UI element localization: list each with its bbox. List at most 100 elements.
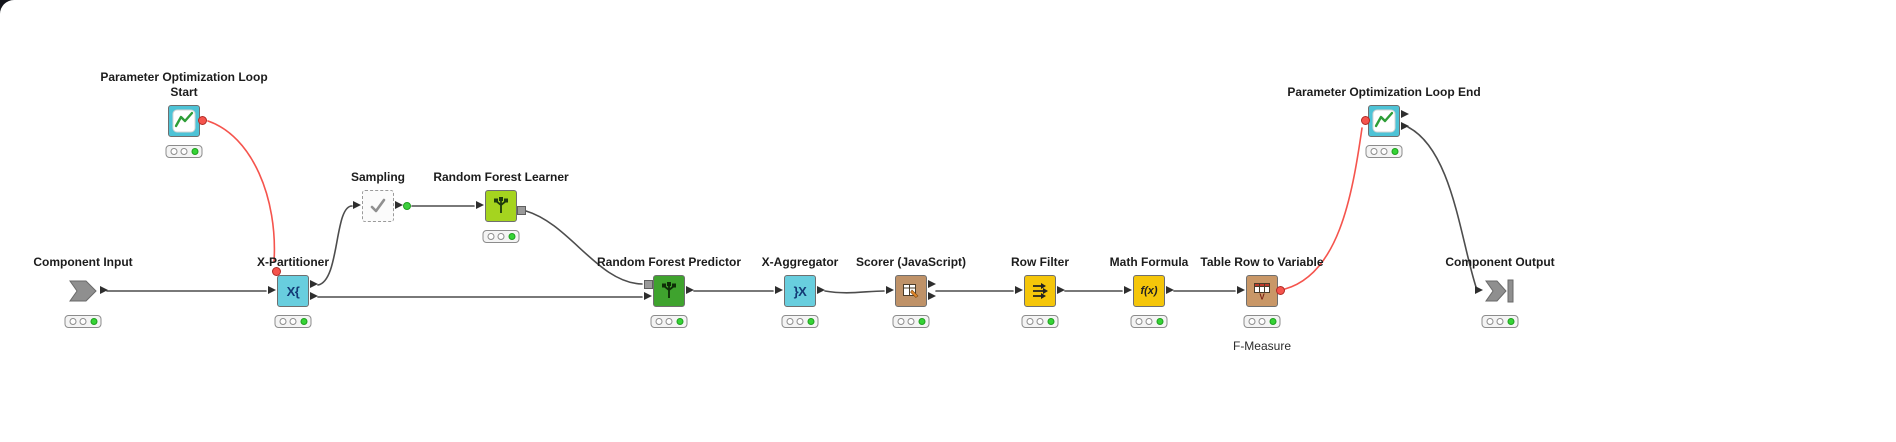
traffic-light-red — [1026, 318, 1033, 325]
node-body — [168, 105, 200, 137]
traffic-light-yellow — [79, 318, 87, 325]
node-row-filter[interactable]: Row Filter — [1011, 255, 1069, 328]
output-port[interactable] — [817, 286, 825, 294]
traffic-light — [274, 315, 312, 328]
traffic-light-green — [918, 318, 925, 325]
svg-text:V: V — [1259, 293, 1265, 302]
node-parameter-optimization-loop-start[interactable]: Parameter Optimization Loop Start — [100, 70, 268, 158]
traffic-light-yellow — [1496, 318, 1504, 325]
output-status-dot — [403, 202, 411, 210]
node-body — [67, 275, 99, 307]
node-component-input[interactable]: Component Input — [33, 255, 133, 328]
output-port[interactable] — [1166, 286, 1174, 294]
node-body: X{ — [277, 275, 309, 307]
output-port[interactable] — [395, 201, 403, 209]
traffic-light — [482, 230, 520, 243]
traffic-light-red — [69, 318, 76, 325]
fx-glyph: f(x) — [1140, 285, 1158, 297]
traffic-light — [1481, 315, 1519, 328]
traffic-light — [892, 315, 930, 328]
node-body — [1368, 105, 1400, 137]
node-x-partitioner[interactable]: X-Partitioner X{ — [257, 255, 329, 328]
traffic-light-green — [1156, 318, 1163, 325]
data-input-port[interactable] — [644, 292, 652, 300]
input-port[interactable] — [353, 201, 361, 209]
model-input-port[interactable] — [644, 280, 653, 289]
checkmark-icon — [370, 198, 386, 213]
output-port[interactable] — [100, 286, 108, 294]
connection-loop-end-to-component-output[interactable] — [1407, 126, 1477, 288]
traffic-light-green — [300, 318, 307, 325]
output-port-test[interactable] — [310, 292, 318, 300]
node-body: }X — [784, 275, 816, 307]
node-math-formula[interactable]: Math Formula f(x) — [1110, 255, 1188, 328]
connection-x-partitioner-to-sampling[interactable] — [317, 205, 353, 286]
output-port-best-parameters[interactable] — [1401, 110, 1409, 118]
output-port-train[interactable] — [310, 280, 318, 288]
node-scorer-javascript[interactable]: Scorer (JavaScript) — [856, 255, 966, 328]
node-table-row-to-variable[interactable]: Table Row to Variable V F-Measure — [1200, 255, 1323, 353]
input-port[interactable] — [1475, 286, 1483, 294]
node-annotation: F-Measure — [1232, 339, 1291, 353]
input-port[interactable] — [1015, 286, 1023, 294]
input-port[interactable] — [1237, 286, 1245, 294]
node-body — [653, 275, 685, 307]
traffic-light — [1243, 315, 1281, 328]
traffic-light — [1130, 315, 1168, 328]
output-port[interactable] — [686, 286, 694, 294]
node-parameter-optimization-loop-end[interactable]: Parameter Optimization Loop End — [1287, 85, 1481, 158]
x-partitioner-glyph: X{ — [286, 283, 300, 299]
traffic-light-yellow — [497, 233, 505, 240]
traffic-light-red — [1248, 318, 1255, 325]
connection-table-row-to-variable-to-loop-end[interactable] — [1284, 127, 1363, 290]
node-component-output[interactable]: Component Output — [1445, 255, 1555, 328]
traffic-light-red — [170, 148, 177, 155]
tree-icon — [662, 282, 676, 298]
connection-x-aggregator-to-scorer[interactable] — [824, 290, 885, 294]
output-port-all-parameters[interactable] — [1401, 122, 1409, 130]
score-table-icon — [903, 284, 919, 298]
flow-variable-input-port[interactable] — [1361, 116, 1370, 125]
input-port[interactable] — [268, 286, 276, 294]
node-x-aggregator[interactable]: X-Aggregator }X — [762, 255, 838, 328]
node-sampling[interactable]: Sampling — [351, 170, 411, 222]
table-to-variable-icon: V — [1254, 283, 1270, 302]
traffic-light-red — [655, 318, 662, 325]
input-port[interactable] — [775, 286, 783, 294]
node-body — [362, 190, 394, 222]
output-port-scores[interactable] — [928, 280, 936, 288]
node-body — [1024, 275, 1056, 307]
traffic-light-red — [487, 233, 494, 240]
node-random-forest-learner[interactable]: Random Forest Learner — [433, 170, 569, 243]
connection-loop-start-to-x-partitioner[interactable] — [207, 120, 276, 263]
input-port[interactable] — [886, 286, 894, 294]
node-body — [1484, 275, 1516, 307]
model-output-port[interactable] — [517, 206, 526, 215]
traffic-light-green — [1507, 318, 1514, 325]
output-port-stats[interactable] — [928, 292, 936, 300]
flow-variable-output-port[interactable] — [1276, 286, 1285, 295]
traffic-light-green — [508, 233, 515, 240]
flow-variable-input-port[interactable] — [272, 267, 281, 276]
node-random-forest-predictor[interactable]: Random Forest Predictor — [597, 255, 741, 328]
traffic-light-yellow — [1145, 318, 1153, 325]
output-port[interactable] — [1057, 286, 1065, 294]
traffic-light-yellow — [796, 318, 804, 325]
traffic-light — [650, 315, 688, 328]
row-filter-arrows-icon — [1033, 283, 1048, 299]
traffic-light-yellow — [1258, 318, 1266, 325]
connection-random-forest-learner-to-random-forest-predictor[interactable] — [525, 210, 643, 285]
traffic-light-green — [1391, 148, 1398, 155]
traffic-light-yellow — [1380, 148, 1388, 155]
traffic-light-red — [1370, 148, 1377, 155]
traffic-light — [1365, 145, 1403, 158]
input-port[interactable] — [1124, 286, 1132, 294]
component-input-arrow-icon — [69, 280, 97, 302]
traffic-light-yellow — [665, 318, 673, 325]
component-output-arrow-icon — [1485, 279, 1514, 303]
traffic-light-red — [897, 318, 904, 325]
flow-variable-output-port[interactable] — [198, 116, 207, 125]
tree-icon — [494, 197, 508, 213]
input-port[interactable] — [476, 201, 484, 209]
